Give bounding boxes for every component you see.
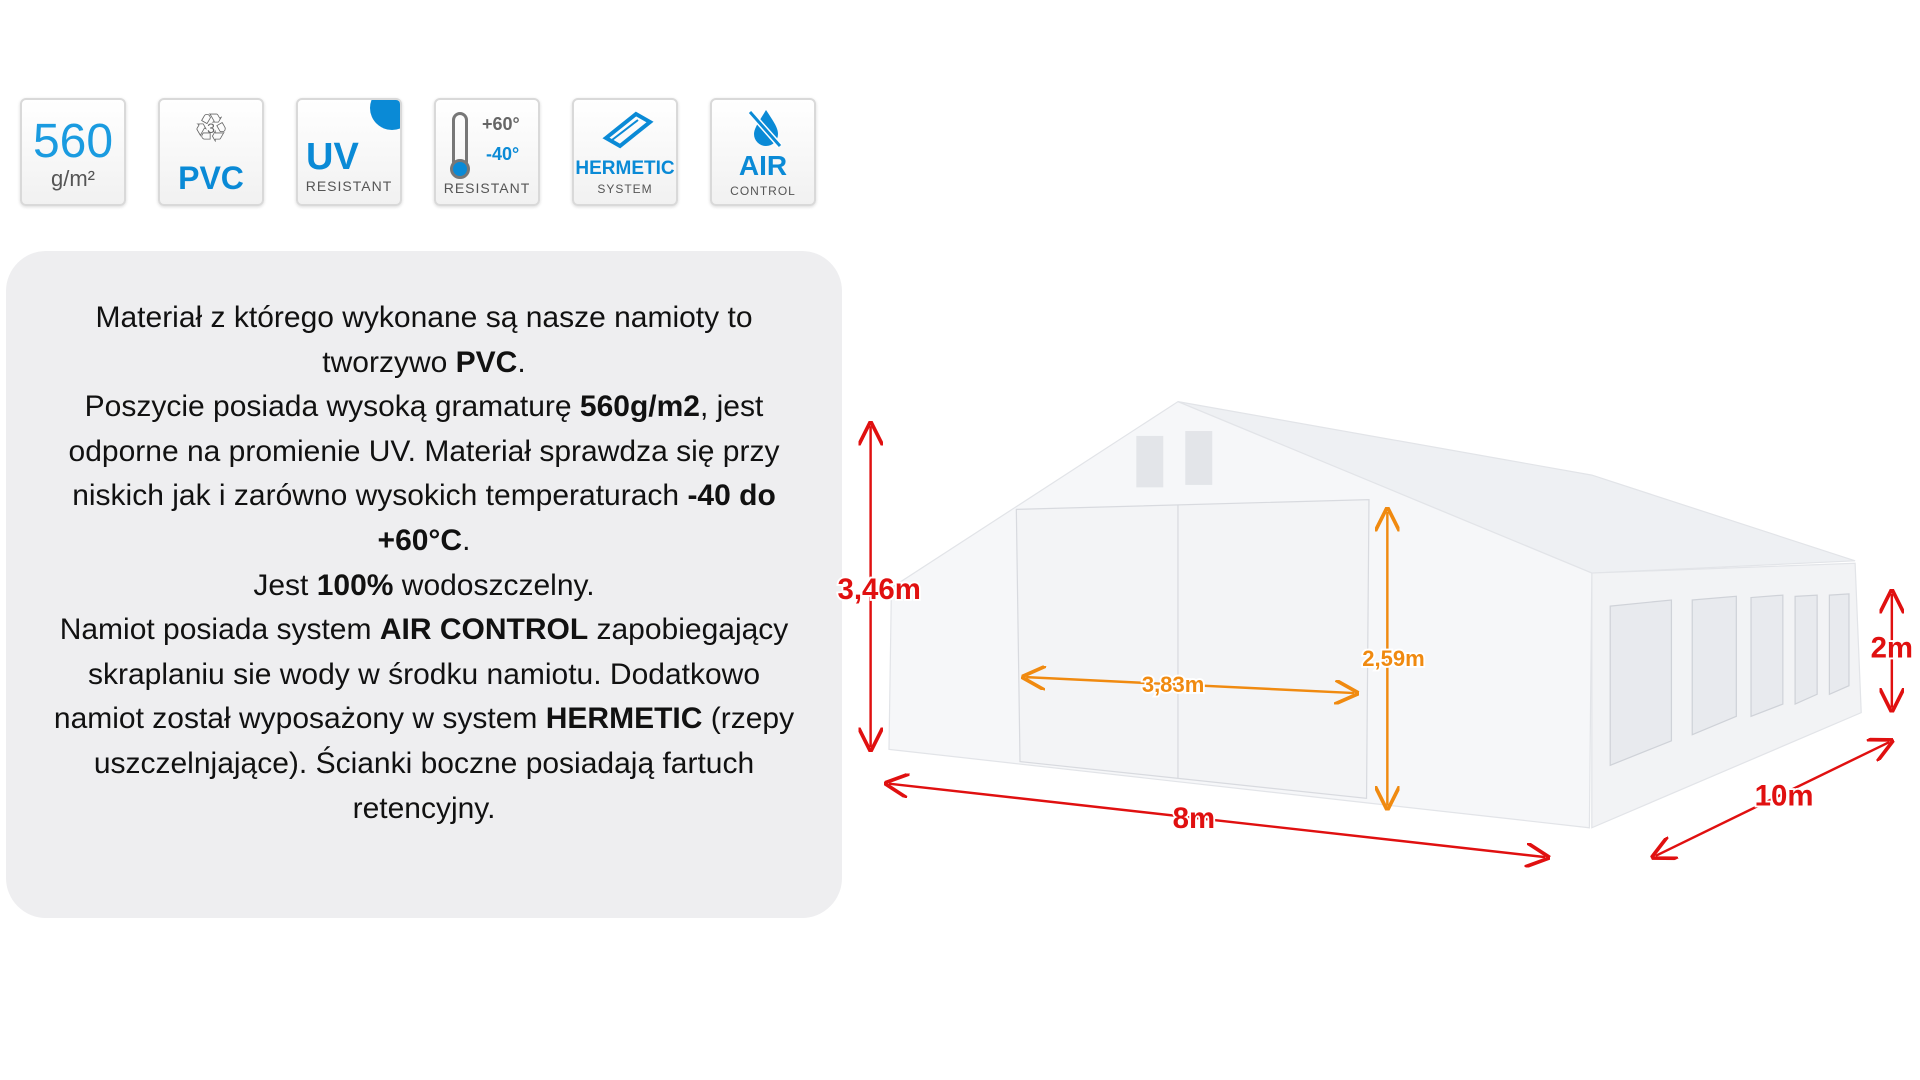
door-width-arrow <box>1026 677 1354 693</box>
pvc-badge: ♲3 PVC <box>158 98 264 206</box>
recycle-number: 3 <box>207 120 215 136</box>
bold-text: HERMETIC <box>545 702 703 736</box>
text: Namiot posiada system <box>59 613 380 647</box>
hermetic-badge: HERMETIC SYSTEM <box>572 98 678 206</box>
side-height-label: 2m <box>1871 632 1913 665</box>
total-height-label: 3,46m <box>838 573 921 606</box>
temp-sub: RESISTANT <box>443 180 531 196</box>
seal-strip-icon <box>602 111 654 149</box>
gramature-badge: 560 g/m² <box>20 98 126 206</box>
text: . <box>462 523 471 557</box>
bold-text: 100% <box>316 568 394 602</box>
tent <box>888 400 1862 829</box>
length-arrow <box>1656 742 1890 856</box>
door-width-label: 3,83m <box>1142 672 1204 697</box>
air-label: AIR <box>738 150 788 181</box>
temp-max: +60° <box>482 114 520 134</box>
hermetic-label: HERMETIC <box>575 158 675 179</box>
gramature-unit: g/m² <box>51 166 95 191</box>
hermetic-sub: SYSTEM <box>597 182 653 196</box>
side-windows <box>1609 593 1850 767</box>
temp-min: -40° <box>486 144 520 164</box>
temperature-badge: +60° -40° RESISTANT <box>434 98 540 206</box>
bold-text: AIR CONTROL <box>379 613 589 647</box>
length-label: 10m <box>1755 780 1814 813</box>
vent <box>1136 435 1164 488</box>
uv-label: UV <box>306 136 359 178</box>
bold-text: PVC <box>455 345 518 379</box>
air-control-badge: AIR CONTROL <box>710 98 816 206</box>
recycle-icon: ♲3 <box>160 106 262 152</box>
vent <box>1185 431 1213 485</box>
bold-text: 560g/m2 <box>579 390 700 424</box>
width-label: 8m <box>1173 802 1215 835</box>
no-drop-icon <box>747 110 783 148</box>
gramature-value: 560 <box>32 115 114 168</box>
thermometer-icon <box>450 112 470 179</box>
bold-text: -40 do +60°C <box>377 479 776 557</box>
text: wodoszczelny. <box>393 568 595 602</box>
description-panel: Materiał z którego wykonane są nasze nam… <box>6 251 842 918</box>
text: . <box>517 345 526 379</box>
pvc-label: PVC <box>178 160 244 196</box>
tent-door <box>1015 498 1370 800</box>
door-height-label: 2,59m <box>1362 646 1424 671</box>
text: Poszycie posiada wysoką gramaturę <box>84 390 580 424</box>
air-sub: CONTROL <box>730 184 796 198</box>
text: (rzepy uszczelnjające). Ścianki boczne p… <box>93 702 795 825</box>
uv-badge: UV RESISTANT <box>296 98 402 206</box>
description-text: Materiał z którego wykonane są nasze nam… <box>51 296 797 831</box>
feature-icons: 560 g/m² ♲3 PVC UV RESISTANT +60° -40° R… <box>20 98 816 206</box>
text: zapobiegający skraplaniu sie wody w środ… <box>53 613 789 736</box>
uv-sub: RESISTANT <box>305 178 393 194</box>
dimension-arrows <box>871 426 1892 857</box>
text: , jest odporne na promienie UV. Materiał… <box>68 390 780 513</box>
text: Materiał z którego wykonane są nasze nam… <box>95 301 753 379</box>
text: Jest <box>253 568 317 602</box>
width-arrow <box>889 784 1545 857</box>
